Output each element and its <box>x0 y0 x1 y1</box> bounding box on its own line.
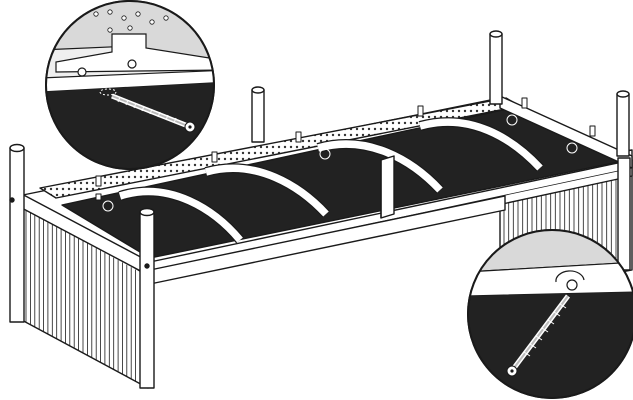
bracket <box>589 125 596 137</box>
left-end-panel <box>17 195 149 389</box>
screw-points <box>102 114 578 212</box>
bracket <box>521 97 528 109</box>
back-right-leg <box>617 157 631 271</box>
top-posts <box>251 30 630 157</box>
post <box>489 30 503 105</box>
center-divider <box>380 155 395 219</box>
slat <box>118 186 244 244</box>
screw-point <box>506 114 518 126</box>
slat <box>316 139 444 194</box>
slat <box>418 117 544 172</box>
detail-view-bottom <box>467 229 633 399</box>
bracket <box>417 105 424 117</box>
screw-point <box>102 200 114 212</box>
leg <box>139 207 155 389</box>
post <box>616 90 630 157</box>
bracket <box>211 151 218 163</box>
brackets <box>95 97 596 201</box>
screw-point <box>566 142 578 154</box>
leg <box>9 143 25 323</box>
wood-screw-icon <box>506 294 570 377</box>
bracket <box>95 175 102 187</box>
slat <box>204 163 330 218</box>
post <box>251 86 265 143</box>
front-legs <box>9 143 155 389</box>
detail-view-top <box>45 0 215 170</box>
bracket <box>295 131 302 143</box>
bracket <box>95 193 102 201</box>
seat-frame <box>17 95 633 285</box>
screw-point <box>319 148 331 160</box>
support-slats <box>118 117 544 244</box>
wood-screw-icon <box>111 93 196 133</box>
